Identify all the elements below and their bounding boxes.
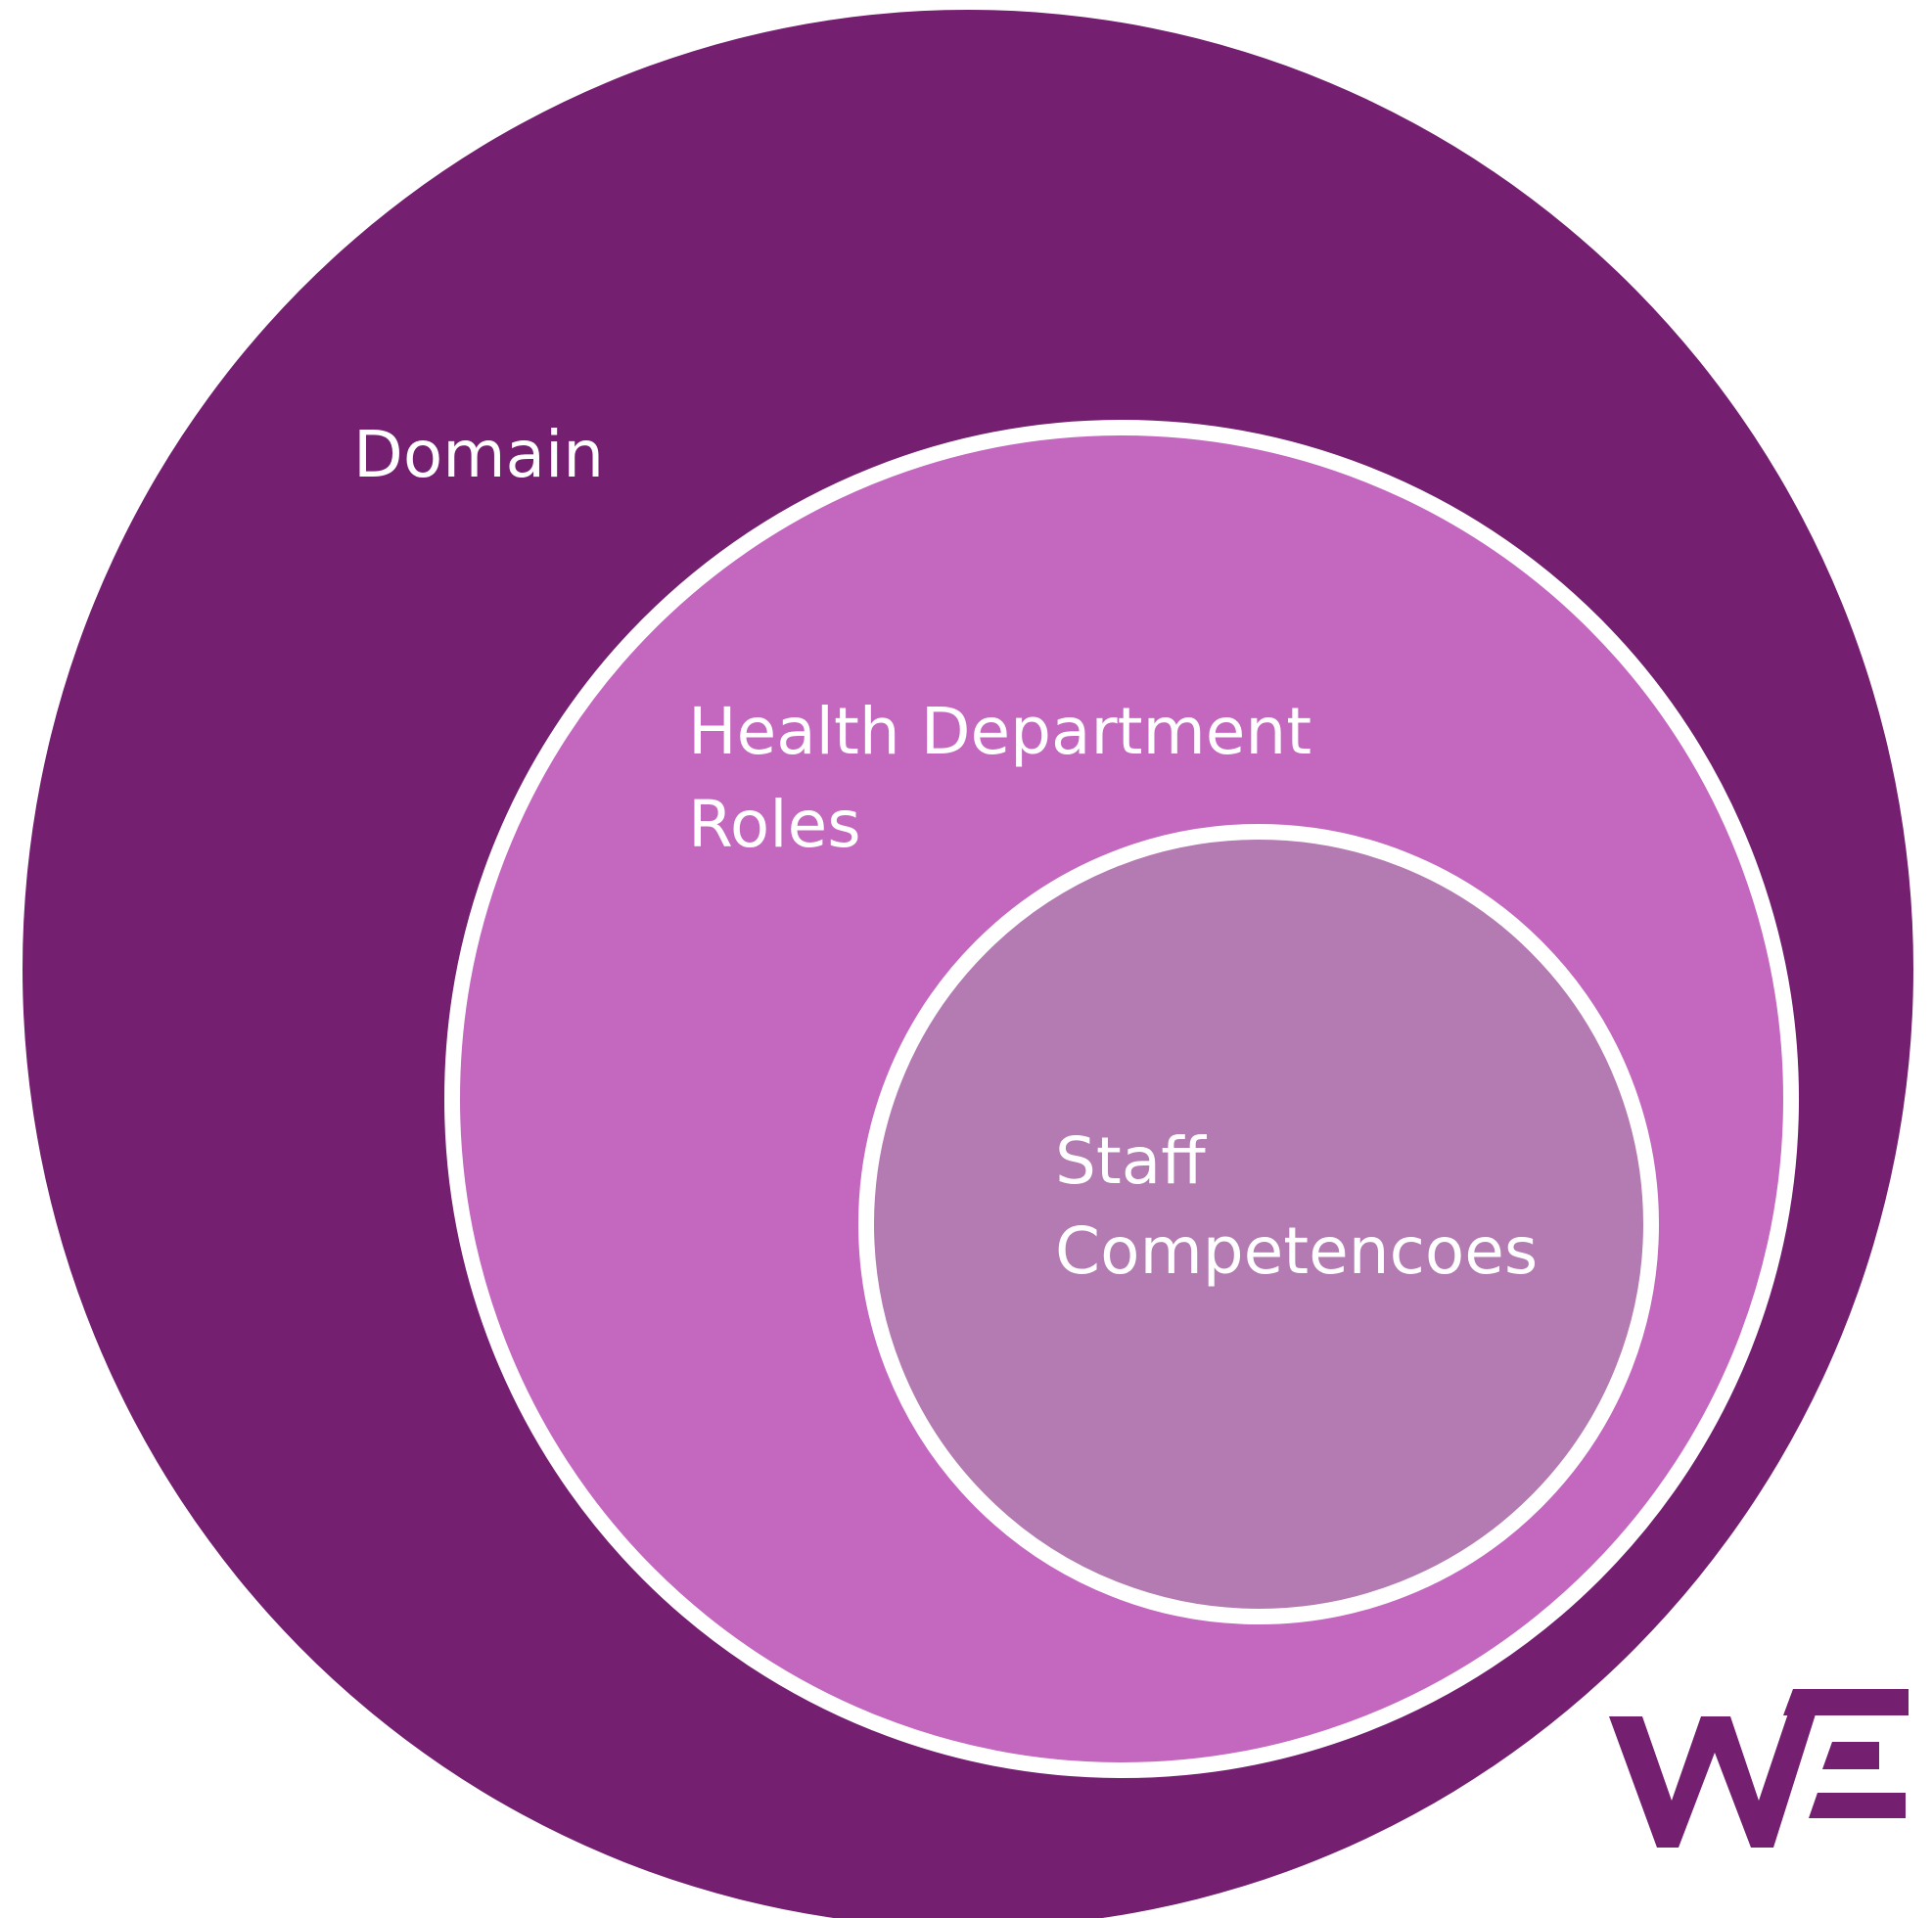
staff-competencoes-circle (858, 824, 1659, 1624)
WE-logo-icon (1609, 1689, 1909, 1848)
health-department-roles-label-line-2: Roles (688, 787, 861, 862)
staff-competencoes-label-line-1: Staff (1055, 1123, 1207, 1199)
health-department-roles-label-line-1: Health Department (688, 694, 1311, 769)
staff-competencoes-label-line-2: Competencoes (1055, 1213, 1538, 1289)
domain-label: Domain (353, 417, 604, 492)
